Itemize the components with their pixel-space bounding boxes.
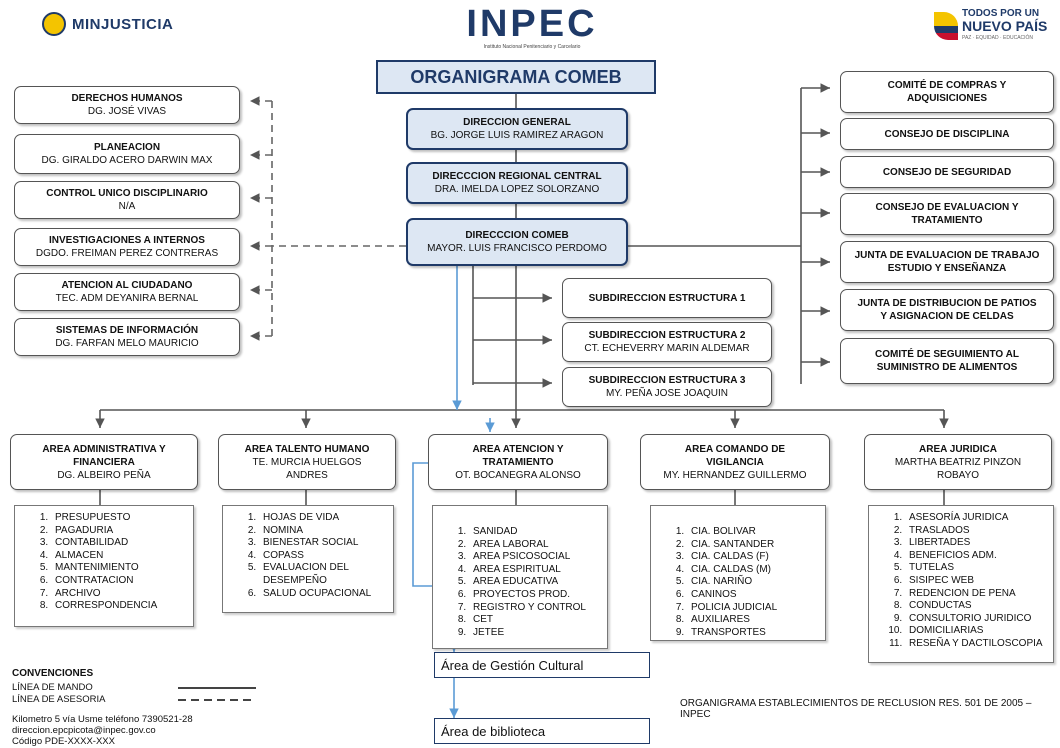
- list-item: TRANSPORTES: [687, 627, 817, 640]
- committee-box: CONSEJO DE DISCIPLINA: [840, 118, 1054, 150]
- area-gestion-cultural-box: Área de Gestión Cultural: [434, 652, 650, 678]
- footer-note: ORGANIGRAMA ESTABLECIMIENTOS DE RECLUSIO…: [680, 698, 1032, 720]
- conventions-mando-label: LÍNEA DE MANDO: [12, 682, 93, 693]
- list-item: DOMICILIARIAS: [905, 625, 1045, 638]
- list-item: JETEE: [469, 627, 599, 640]
- area-talento-list: HOJAS DE VIDA NOMINA BIENESTAR SOCIAL CO…: [222, 505, 394, 613]
- list-item: TUTELAS: [905, 562, 1045, 575]
- code-line: Código PDE-XXXX-XXX: [12, 736, 115, 747]
- list-item: BENEFICIOS ADM.: [905, 550, 1045, 563]
- list-item: LIBERTADES: [905, 537, 1045, 550]
- list-item: CIA. CALDAS (M): [687, 564, 817, 577]
- list-item: AREA ESPIRITUAL: [469, 564, 599, 577]
- list-item: CIA. CALDAS (F): [687, 551, 817, 564]
- list-item: CANINOS: [687, 589, 817, 602]
- list-item: REGISTRO Y CONTROL: [469, 602, 599, 615]
- list-item: AREA LABORAL: [469, 539, 599, 552]
- minjusticia-logo: MINJUSTICIA: [42, 12, 173, 36]
- list-item: NOMINA: [259, 525, 385, 538]
- list-item: BIENESTAR SOCIAL: [259, 537, 385, 550]
- email-line: direccion.epcpicota@inpec.gov.co: [12, 725, 156, 736]
- list-item: CIA. NARIÑO: [687, 576, 817, 589]
- list-item: CIA. BOLIVAR: [687, 526, 817, 539]
- list-item: HOJAS DE VIDA: [259, 512, 385, 525]
- list-item: CONSULTORIO JURIDICO: [905, 613, 1045, 626]
- conventions-asesoria-label: LÍNEA DE ASESORIA: [12, 694, 106, 705]
- inpec-logo: INPEC Instituto Nacional Penitenciario y…: [466, 3, 598, 50]
- list-item: AREA EDUCATIVA: [469, 576, 599, 589]
- list-item: ASESORÍA JURIDICA: [905, 512, 1045, 525]
- list-item: CONDUCTAS: [905, 600, 1045, 613]
- flag-swoosh-icon: [934, 12, 958, 40]
- list-item: CORRESPONDENCIA: [51, 600, 185, 613]
- list-item: POLICIA JUDICIAL: [687, 602, 817, 615]
- committee-box: CONSEJO DE SEGURIDAD: [840, 156, 1054, 188]
- conventions-title: CONVENCIONES: [12, 668, 94, 679]
- list-item: CET: [469, 614, 599, 627]
- list-item: SISIPEC WEB: [905, 575, 1045, 588]
- list-item: PROYECTOS PROD.: [469, 589, 599, 602]
- todos-por-un-nuevo-pais-logo: TODOS POR UN NUEVO PAÍS PAZ · EQUIDAD · …: [934, 8, 1047, 44]
- list-item: ARCHIVO: [51, 588, 185, 601]
- list-item: SALUD OCUPACIONAL: [259, 588, 385, 601]
- list-item: ALMACEN: [51, 550, 185, 563]
- list-item: CIA. SANTANDER: [687, 539, 817, 552]
- page-title: ORGANIGRAMA COMEB: [376, 60, 656, 94]
- area-biblioteca-box: Área de biblioteca: [434, 718, 650, 744]
- list-item: REDENCION DE PENA: [905, 588, 1045, 601]
- address-line: Kilometro 5 vía Usme teléfono 7390521-28: [12, 714, 193, 725]
- area-vigilancia-list: CIA. BOLIVAR CIA. SANTANDER CIA. CALDAS …: [650, 505, 826, 641]
- list-item: CONTABILIDAD: [51, 537, 185, 550]
- list-item: RESEÑA Y DACTILOSCOPIA: [905, 638, 1045, 651]
- subdireccion-box: SUBDIRECCION ESTRUCTURA 1: [562, 278, 772, 318]
- list-item: AREA PSICOSOCIAL: [469, 551, 599, 564]
- list-item: AUXILIARES: [687, 614, 817, 627]
- list-item: MANTENIMIENTO: [51, 562, 185, 575]
- area-admin-list: PRESUPUESTO PAGADURIA CONTABILIDAD ALMAC…: [14, 505, 194, 627]
- list-item: PAGADURIA: [51, 525, 185, 538]
- list-item: CONTRATACION: [51, 575, 185, 588]
- area-juridica-list: ASESORÍA JURIDICA TRASLADOS LIBERTADES B…: [868, 505, 1054, 663]
- list-item: PRESUPUESTO: [51, 512, 185, 525]
- list-item: COPASS: [259, 550, 385, 563]
- seal-icon: [42, 12, 66, 36]
- list-item: EVALUACION DEL DESEMPEÑO: [259, 562, 385, 587]
- list-item: SANIDAD: [469, 526, 599, 539]
- list-item: TRASLADOS: [905, 525, 1045, 538]
- area-atencion-list: SANIDAD AREA LABORAL AREA PSICOSOCIAL AR…: [432, 505, 608, 649]
